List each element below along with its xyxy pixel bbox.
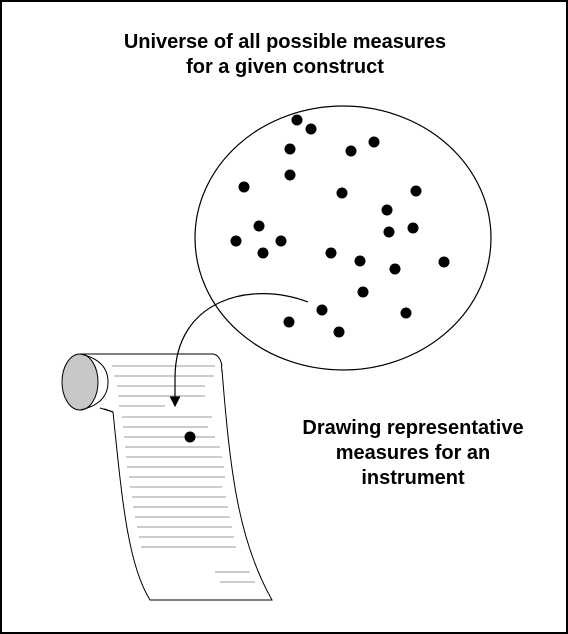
measure-dot [291,114,303,126]
measure-dot [354,255,366,267]
drawing-caption-line3: instrument [361,467,465,489]
measure-dot [305,123,317,135]
measure-dot [284,169,296,181]
measure-dot [410,185,422,197]
measure-dot [383,226,395,238]
sampling-arrow [169,293,309,408]
measure-dot [438,256,450,268]
measure-dot [336,187,348,199]
universe-caption-line1: Universe of all possible measures [123,31,447,53]
measure-dot [368,136,380,148]
scroll-text-lines [112,365,255,583]
measure-dot [325,247,337,259]
scroll-roll-end [61,353,99,411]
measure-dot [275,235,287,247]
universe-measures [230,114,450,338]
universe-caption: Universe of all possible measures for a … [115,30,455,80]
measure-dot [333,326,345,338]
measure-dot [257,247,269,259]
drawing-caption-line2: measures for an [335,442,491,464]
measure-dot [316,304,328,316]
measure-dot [400,307,412,319]
drawing-caption: Drawing representative measures for an i… [268,416,558,491]
universe-caption-line2: for a given construct [186,56,384,78]
measure-dot [253,220,265,232]
measure-dot [283,316,295,328]
measure-dot [357,286,369,298]
measure-dot [407,222,419,234]
measure-dot [284,143,296,155]
drawn-measure-dot [184,431,196,443]
measure-dot [238,181,250,193]
universe-circle [194,105,492,371]
measure-dot [345,145,357,157]
scroll-document [61,353,273,601]
drawing-caption-line1: Drawing representative [302,417,524,439]
measure-dot [381,204,393,216]
measure-dot [230,235,242,247]
measure-dot [389,263,401,275]
